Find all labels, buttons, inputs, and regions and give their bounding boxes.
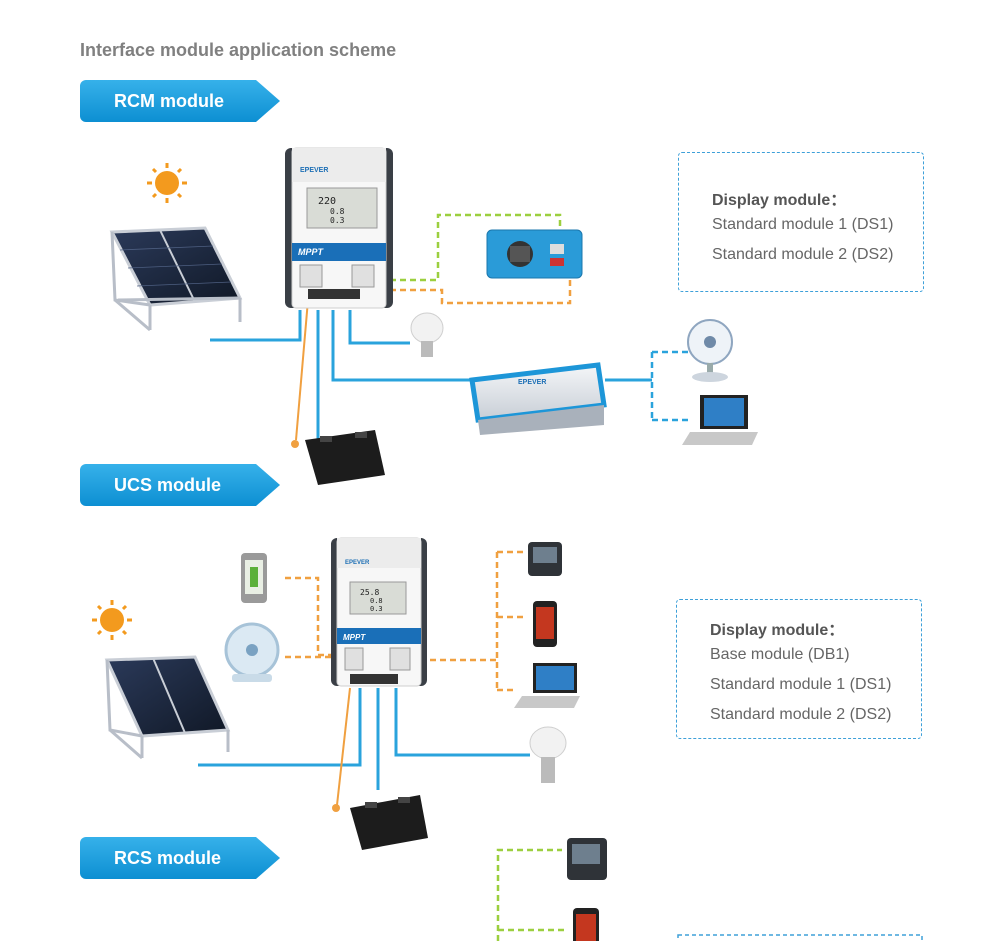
solar-panel-1: [109, 226, 243, 332]
rcs-module-tag: RCS module: [80, 837, 280, 879]
fan-icon-2: [224, 622, 280, 682]
solar-panel-2: [104, 655, 231, 760]
page-title: Interface module application scheme: [80, 40, 397, 60]
svg-text:0.8: 0.8: [330, 207, 345, 216]
sun-icon-2: [92, 600, 132, 640]
sun-icon-1: [147, 163, 187, 203]
charge-controller-2: EPEVER 25.8 0.8 0.3 MPPT: [331, 537, 427, 687]
rcm-module-tag: RCM module: [80, 80, 280, 122]
phone-icon-right-1: [533, 601, 557, 647]
svg-text:0.3: 0.3: [370, 605, 383, 613]
display-box-item: Standard module 2 (DS2): [712, 246, 894, 263]
display-box-item: Base module (DB1): [710, 646, 850, 663]
display-box-3-partial: [677, 934, 923, 941]
svg-text:0.8: 0.8: [370, 597, 383, 605]
svg-text:MPPT: MPPT: [343, 633, 366, 642]
battery-icon-1: [305, 430, 385, 485]
phone-icon-left: [241, 553, 267, 603]
light-bulb-icon-1: [410, 312, 444, 357]
laptop-icon-2: [514, 663, 580, 708]
display-module-box-2: Display module： Base module (DB1) Standa…: [676, 599, 922, 739]
inverter-large: EPEVER: [469, 362, 607, 435]
display-box-item: Standard module 1 (DS1): [712, 216, 894, 233]
remote-meter-icon-1: [528, 542, 562, 576]
svg-text:MPPT: MPPT: [298, 247, 325, 257]
svg-text:220: 220: [318, 196, 336, 207]
display-box-heading: Display module：: [710, 622, 845, 639]
display-box-item: Standard module 2 (DS2): [710, 706, 892, 723]
remote-meter-icon-2: [567, 838, 607, 880]
ucs-module-tag: UCS module: [80, 464, 280, 506]
svg-text:EPEVER: EPEVER: [345, 560, 370, 566]
laptop-icon-1: [682, 395, 758, 445]
phone-icon-right-2: [573, 908, 599, 941]
svg-text:EPEVER: EPEVER: [518, 379, 546, 386]
battery-icon-2: [350, 795, 428, 850]
charge-controller-1: EPEVER 220 0.8 0.3 MPPT: [285, 147, 393, 309]
display-module-box-1: Display module： Standard module 1 (DS1) …: [678, 152, 924, 292]
inverter-small: [486, 229, 583, 279]
light-bulb-icon-2: [529, 726, 567, 783]
svg-text:25.8: 25.8: [360, 588, 379, 597]
display-box-heading: Display module：: [712, 192, 847, 209]
svg-text:EPEVER: EPEVER: [300, 167, 328, 174]
svg-text:0.3: 0.3: [330, 216, 345, 225]
fan-icon-1: [687, 319, 733, 382]
display-box-item: Standard module 1 (DS1): [710, 676, 892, 693]
